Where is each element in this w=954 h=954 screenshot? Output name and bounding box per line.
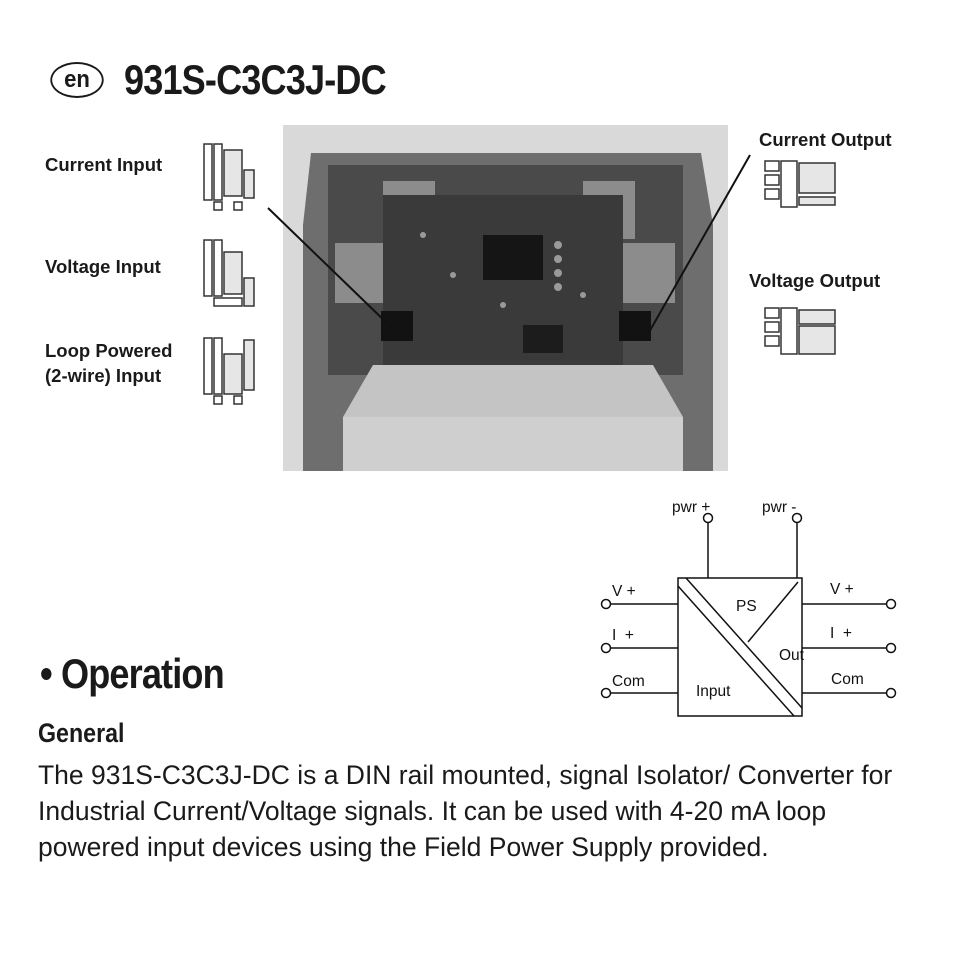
terminal-out-v	[885, 598, 897, 610]
pwr-minus-label: pwr -	[762, 499, 796, 516]
jumper-current-output-icon	[764, 160, 836, 208]
out-label: Out	[779, 647, 805, 664]
section-title: • Operation	[40, 650, 225, 697]
terminal-in-i	[600, 642, 612, 654]
input-v-label: V +	[612, 583, 636, 600]
terminal-in-com	[600, 687, 612, 699]
ps-label: PS	[736, 598, 757, 615]
terminal-pwr-plus	[702, 512, 714, 524]
product-photo	[283, 125, 728, 471]
output-i-label: I +	[830, 625, 852, 642]
terminal-in-v	[600, 598, 612, 610]
current-output-label: Current Output	[759, 129, 892, 150]
jumper-voltage-input-icon	[203, 239, 255, 307]
terminal-out-com	[885, 687, 897, 699]
model-title: 931S-C3C3J-DC	[124, 56, 387, 103]
leader-line-input	[267, 207, 393, 329]
input-i-label: I +	[612, 627, 634, 644]
terminal-pwr-minus	[791, 512, 803, 524]
isolator-box	[677, 577, 803, 717]
body-paragraph: The 931S-C3C3J-DC is a DIN rail mounted,…	[38, 760, 893, 862]
block-diagram: pwr + pwr - V + I + Com V + I + Com PS O…	[600, 499, 897, 717]
output-com-label: Com	[831, 671, 864, 688]
language-badge: en	[50, 62, 104, 98]
jumper-voltage-output-icon	[764, 307, 836, 355]
voltage-output-label: Voltage Output	[749, 270, 881, 291]
voltage-input-label: Voltage Input	[45, 256, 161, 277]
sub-heading: General	[38, 718, 125, 748]
input-com-label: Com	[612, 673, 645, 690]
loop-powered-label-line2: (2-wire) Input	[45, 365, 162, 386]
input-block-label: Input	[696, 683, 731, 700]
terminal-out-i	[885, 642, 897, 654]
loop-powered-label-line1: Loop Powered	[45, 340, 173, 361]
current-input-label: Current Input	[45, 154, 163, 175]
circuit-board-illustration	[283, 125, 728, 471]
jumper-loop-powered-icon	[203, 337, 255, 405]
leader-line-output	[647, 154, 751, 335]
jumper-current-input-icon	[203, 143, 255, 211]
output-v-label: V +	[830, 581, 854, 598]
pwr-plus-label: pwr +	[672, 499, 710, 516]
